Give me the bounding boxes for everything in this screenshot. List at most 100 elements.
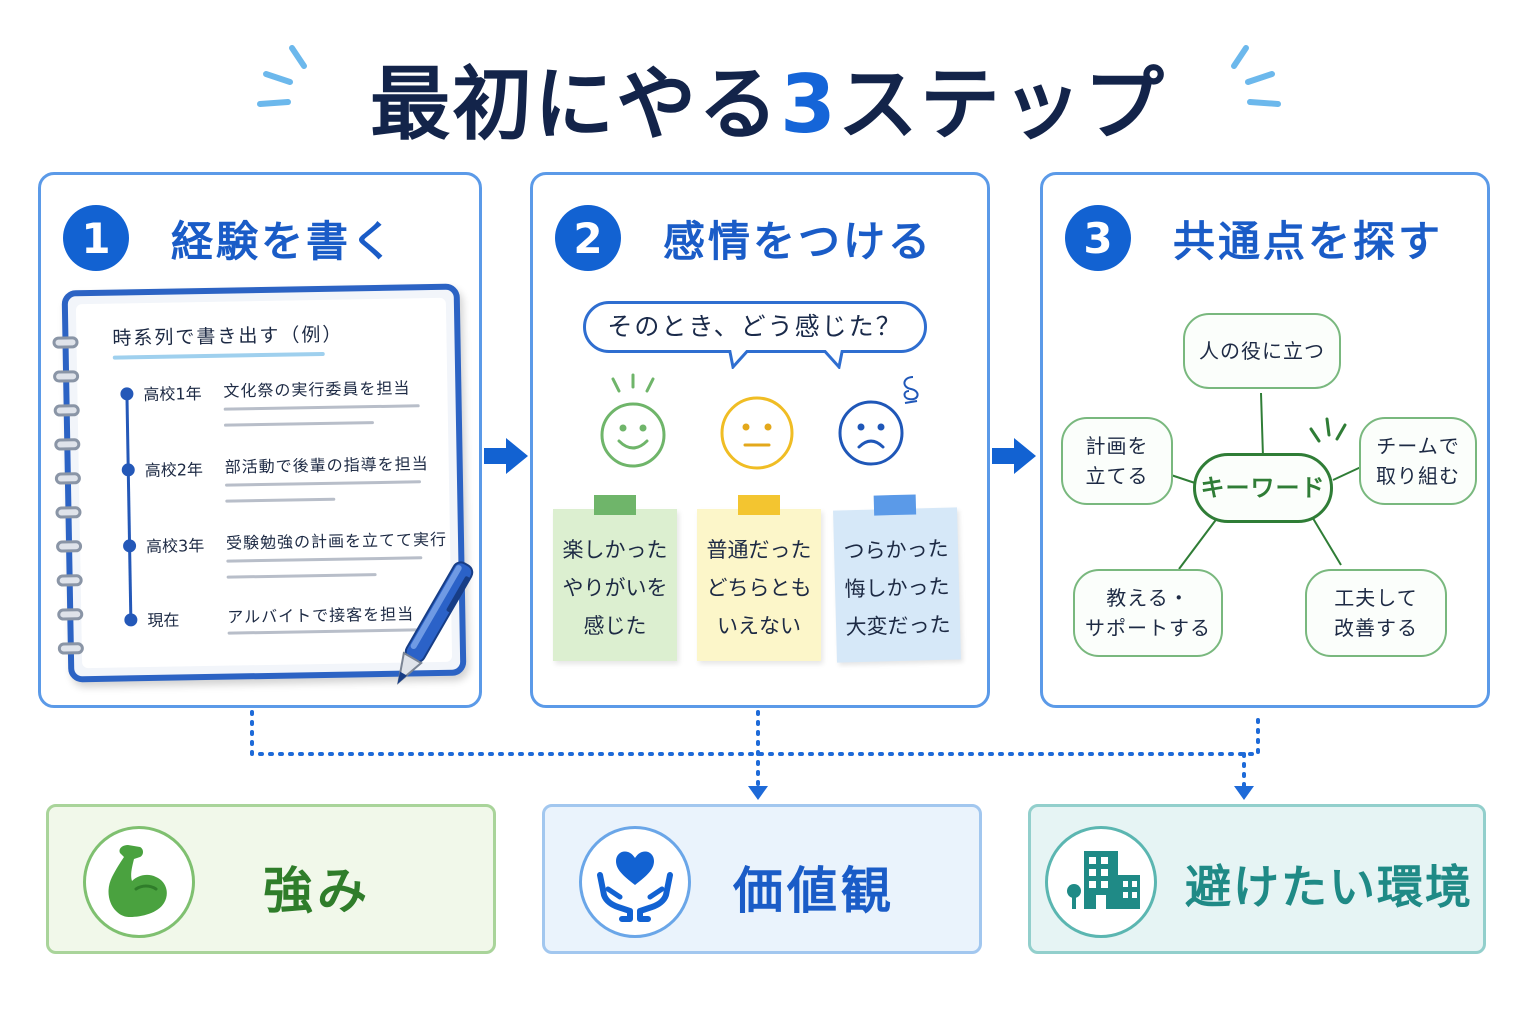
writing-line (223, 404, 420, 411)
icon-circle (1045, 826, 1157, 938)
result-label: 避けたい環境 (1185, 860, 1473, 914)
result-label: 強み (263, 862, 371, 920)
mindmap-node: 教える・ サポートする (1073, 569, 1223, 657)
arrow-right-icon (992, 438, 1036, 474)
binder-ring (56, 574, 83, 587)
step-card-2: 2 感情をつける そのとき、どう感じた？ 楽しかった やりがいを 感じた (530, 172, 990, 708)
mindmap-center: キーワード (1193, 453, 1333, 523)
writing-line (225, 480, 422, 487)
heading-underline (112, 351, 325, 360)
step-number-badge: 1 (63, 205, 129, 271)
sticky-note-positive: 楽しかった やりがいを 感じた (553, 495, 677, 661)
arrow-right-icon (484, 438, 528, 474)
binder-ring (55, 540, 83, 553)
title-main: 最初にやる (370, 58, 781, 151)
note-line: 感じた (583, 614, 647, 638)
node-line: 計画を (1085, 434, 1149, 458)
timeline-dot (121, 463, 135, 477)
step-number-badge: 2 (555, 205, 621, 271)
speech-bubble-tail (725, 347, 847, 369)
binder-ring (55, 506, 82, 519)
sparkle-right-icon (1231, 45, 1281, 107)
node-line: サポートする (1085, 616, 1211, 640)
step-card-1: 1 経験を書く 時系列で書き出す（例） 高校1年 文化祭の実行委員を担当 高校2… (38, 172, 482, 708)
timeline-dot (122, 539, 137, 553)
center-keyword: キーワード (1200, 474, 1326, 502)
timeline-text: 文化祭の実行委員を担当 (223, 378, 411, 401)
writing-line (225, 497, 336, 503)
note-line: 悔しかった (844, 574, 950, 602)
mindmap-node: チームで 取り組む (1359, 417, 1477, 505)
title-suffix: ステップ (837, 58, 1166, 151)
step-card-3: 3 共通点を探す 人の役に立つ 計画を 立てる チームで 取り組む キーワード … (1040, 172, 1490, 708)
icon-circle (83, 826, 195, 938)
binder-ring (53, 404, 80, 417)
node-line: 改善する (1334, 616, 1418, 640)
note-line: やりがいを (562, 576, 668, 600)
sticky-note-negative: つらかった 悔しかった 大変だった (833, 494, 961, 663)
tape (873, 494, 917, 516)
timeline-text: 部活動で後輩の指導を担当 (224, 454, 429, 477)
step-header: 2 感情をつける (555, 203, 933, 273)
node-line: 取り組む (1376, 464, 1460, 488)
sad-face-icon (838, 376, 919, 466)
heart-hands-icon (597, 851, 673, 922)
tape (738, 495, 780, 515)
binder-ring (53, 370, 80, 383)
step-title: 経験を書く (171, 216, 397, 266)
step-number-badge: 3 (1065, 205, 1131, 271)
mindmap-connectors (1170, 392, 1362, 570)
note-line: いえない (717, 614, 801, 638)
timeline-dot (124, 613, 138, 627)
result-label: 価値観 (733, 862, 895, 920)
binder-ring (57, 642, 84, 655)
notebook-heading: 時系列で書き出す（例） (112, 323, 344, 350)
sparkle-left-icon (257, 45, 307, 107)
binder-ring (52, 336, 79, 349)
page-title: 最初にやる3ステップ (0, 40, 1536, 156)
node-line: チームで (1376, 434, 1460, 458)
binder-ring (54, 472, 81, 485)
note-line: 普通だった (706, 538, 812, 562)
note-line: 楽しかった (562, 538, 668, 562)
timeline-line (125, 389, 133, 620)
sticky-note-neutral: 普通だった どちらとも いえない (697, 495, 821, 661)
speech-bubble: そのとき、どう感じた？ (583, 301, 927, 353)
tape (594, 495, 636, 515)
node-line: 工夫して (1334, 586, 1418, 610)
building-icon (1067, 851, 1140, 909)
timeline-text: 受験勉強の計画を立てて実行 (225, 529, 448, 553)
mindmap-node: 工夫して 改善する (1305, 569, 1447, 657)
timeline-period: 高校2年 (144, 460, 204, 481)
mindmap-node: 計画を 立てる (1061, 417, 1173, 505)
writing-line (223, 421, 374, 427)
smile-face-icon (600, 373, 666, 468)
flexed-arm-icon (108, 845, 167, 917)
title-number: 3 (780, 58, 838, 151)
note-line: 大変だった (845, 612, 951, 640)
result-card-avoid-env: 避けたい環境 (1028, 804, 1486, 954)
node-line: 人の役に立つ (1199, 339, 1325, 363)
step-title: 共通点を探す (1173, 216, 1444, 266)
step-title: 感情をつける (663, 216, 934, 266)
note-line: どちらとも (706, 576, 812, 600)
mindmap-node: 人の役に立つ (1183, 313, 1341, 389)
timeline-period: 現在 (147, 610, 180, 631)
result-card-values: 価値観 (542, 804, 982, 954)
writing-line (226, 573, 377, 579)
node-line: 教える・ (1106, 586, 1190, 610)
step-header: 1 経験を書く (63, 203, 396, 273)
timeline-dot (120, 387, 134, 401)
binder-ring (54, 438, 81, 451)
binder-ring (57, 608, 84, 621)
step-header: 3 共通点を探す (1065, 203, 1443, 273)
icon-circle (579, 826, 691, 938)
result-card-strength: 強み (46, 804, 496, 954)
pen-icon (397, 561, 474, 685)
dotted-connectors (250, 710, 1260, 800)
node-line: 立てる (1085, 464, 1149, 488)
timeline-period: 高校3年 (145, 536, 205, 557)
note-line: つらかった (843, 536, 949, 564)
timeline-period: 高校1年 (143, 384, 202, 405)
neutral-face-icon (720, 396, 794, 470)
